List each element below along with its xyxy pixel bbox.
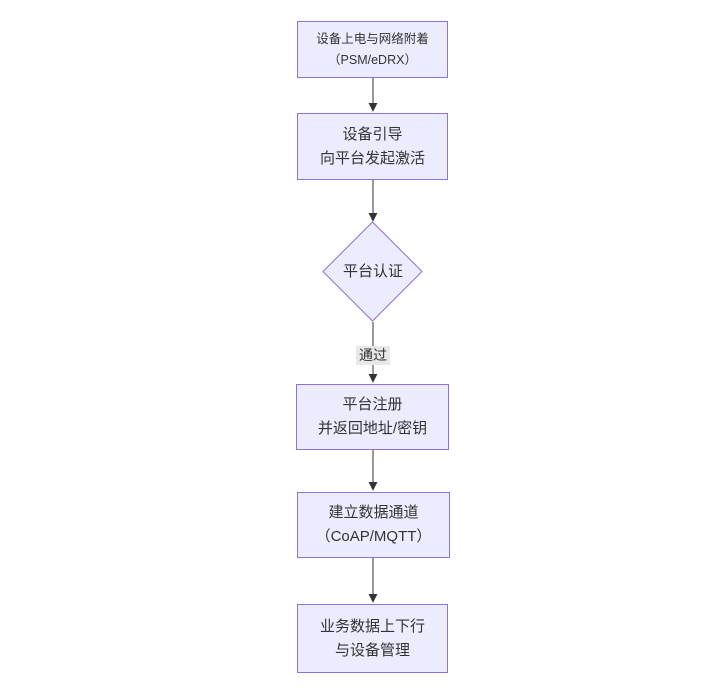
node-label-line: 与设备管理 <box>334 641 410 659</box>
node-label-line: 并返回地址/密钥 <box>317 420 428 437</box>
node-device-boot: 设备引导 向平台发起激活 <box>297 113 448 180</box>
node-power-network-attach: 设备上电与网络附着 （PSM/eDRX） <box>297 21 448 78</box>
node-platform-register: 平台注册 并返回地址/密钥 <box>296 384 449 450</box>
node-label-line: 平台注册 <box>342 396 403 413</box>
node-label-line: 建立数据通道 <box>328 504 419 521</box>
node-label-line: 设备引导 <box>342 125 403 143</box>
node-label-line: 设备上电与网络附着 <box>316 31 429 46</box>
node-label-line: 向平台发起激活 <box>319 149 425 167</box>
decision-diamond-label: 平台认证 <box>342 263 403 280</box>
node-business-data: 业务数据上下行 与设备管理 <box>297 604 448 673</box>
node-label-line: （PSM/eDRX） <box>328 52 417 67</box>
node-label-line: 业务数据上下行 <box>319 617 425 635</box>
node-label-line: （CoAP/MQTT） <box>315 528 432 545</box>
node-data-channel: 建立数据通道 （CoAP/MQTT） <box>297 492 450 558</box>
edge-label-pass: 通过 <box>356 346 390 365</box>
